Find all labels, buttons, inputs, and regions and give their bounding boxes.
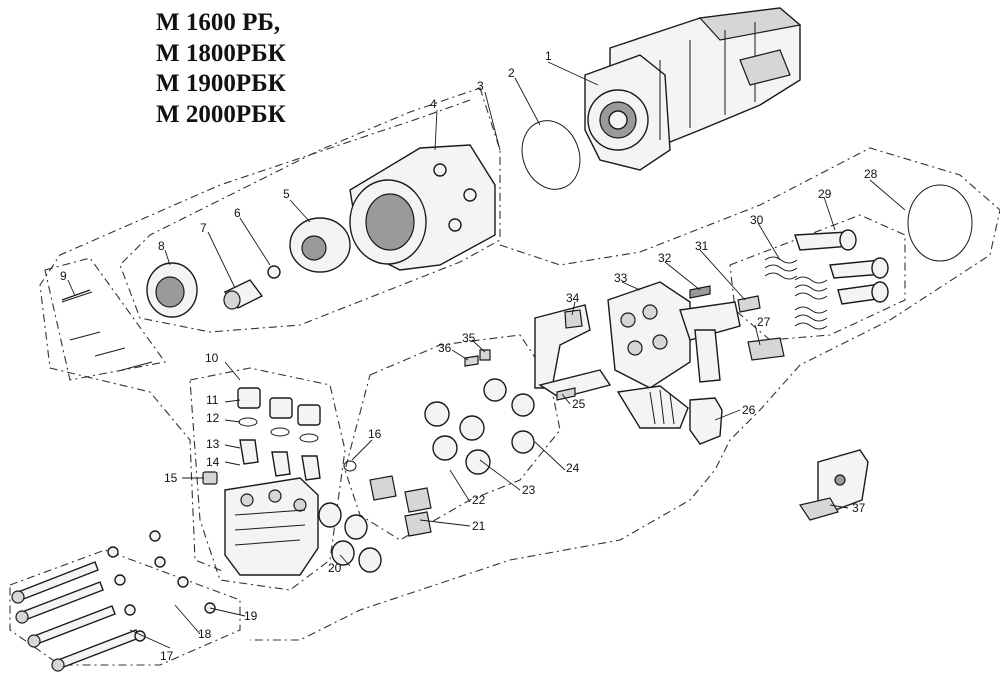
part-6-washer xyxy=(267,265,281,279)
model-title-block: M 1600 РБ, M 1800РБК M 1900РБК M 2000РБК xyxy=(156,8,286,130)
callout-35: 35 xyxy=(462,331,476,345)
boundary-springs xyxy=(729,214,906,341)
part-29-plungers xyxy=(794,229,889,305)
callout-33: 33 xyxy=(614,271,628,285)
model-title-line-3: M 1900РБК xyxy=(156,70,286,97)
callout-2: 2 xyxy=(508,66,515,80)
model-title-line-2: M 1800РБК xyxy=(156,39,286,67)
callout-32: 32 xyxy=(658,251,672,265)
parts-11-14-valves xyxy=(237,387,321,481)
parts-17-19-bolts-washers xyxy=(11,530,216,672)
boundary-screws xyxy=(44,257,166,381)
part-10-manifold xyxy=(224,477,319,576)
part-16-ring xyxy=(343,460,357,472)
callout-31: 31 xyxy=(695,239,709,253)
model-title-line-1: M 1600 РБ, xyxy=(156,9,281,36)
callout-10: 10 xyxy=(205,351,219,365)
parts-22-24-seal-sets xyxy=(424,378,535,475)
model-title-line-4: M 2000РБК xyxy=(156,100,286,128)
callout-12: 12 xyxy=(206,411,220,425)
callout-19: 19 xyxy=(244,609,258,623)
callout-9: 9 xyxy=(60,269,67,283)
callout-1: 1 xyxy=(545,49,552,63)
callout-6: 6 xyxy=(234,206,241,220)
part-1-motor xyxy=(584,7,802,171)
boundary-bolts xyxy=(9,549,241,666)
callout-29: 29 xyxy=(818,187,832,201)
part-4-pump-housing xyxy=(349,144,496,271)
boundary-head-group xyxy=(119,87,501,333)
callout-17: 17 xyxy=(160,649,174,663)
callout-18: 18 xyxy=(198,627,212,641)
part-15-plug xyxy=(202,471,218,485)
callout-30: 30 xyxy=(750,213,764,227)
callout-21: 21 xyxy=(472,519,486,533)
callout-labels: 1 2 3 4 5 6 7 8 9 10 11 12 13 14 15 16 1… xyxy=(60,49,878,663)
part-37-bracket xyxy=(799,449,869,521)
callout-22: 22 xyxy=(472,493,486,507)
part-7-bushing xyxy=(223,279,264,310)
boundary-right-upper xyxy=(499,147,1000,366)
callout-7: 7 xyxy=(200,221,207,235)
callout-36: 36 xyxy=(438,341,452,355)
part-5-swash-plate xyxy=(289,217,351,273)
callout-3: 3 xyxy=(477,79,484,93)
callout-37: 37 xyxy=(852,501,866,515)
group-boundaries xyxy=(9,87,1000,666)
callout-26: 26 xyxy=(742,403,756,417)
callout-25: 25 xyxy=(572,397,586,411)
callout-28: 28 xyxy=(864,167,878,181)
callout-14: 14 xyxy=(206,455,220,469)
callout-23: 23 xyxy=(522,483,536,497)
callout-27: 27 xyxy=(757,315,771,329)
callout-5: 5 xyxy=(283,187,290,201)
callout-leader-lines xyxy=(67,61,906,649)
callout-16: 16 xyxy=(368,427,382,441)
boundary-inner-mid xyxy=(344,334,561,541)
callout-20: 20 xyxy=(328,561,342,575)
callout-11: 11 xyxy=(206,393,219,407)
part-30-springs xyxy=(764,256,828,330)
callout-34: 34 xyxy=(566,291,580,305)
callout-15: 15 xyxy=(164,471,178,485)
callout-13: 13 xyxy=(206,437,220,451)
callout-8: 8 xyxy=(158,239,165,253)
part-28-large-o-ring xyxy=(907,184,973,262)
boundary-right-lower xyxy=(250,364,801,641)
boundary-outer-left xyxy=(39,99,471,573)
part-21-check-valves xyxy=(369,475,432,537)
parts-25-36-pump-head-assembly xyxy=(464,281,785,445)
callout-4: 4 xyxy=(430,97,437,111)
part-9-screws xyxy=(61,289,153,371)
part-8-seal xyxy=(146,262,198,318)
part-20-seals xyxy=(318,502,382,573)
callout-24: 24 xyxy=(566,461,580,475)
part-2-o-ring xyxy=(521,120,581,190)
